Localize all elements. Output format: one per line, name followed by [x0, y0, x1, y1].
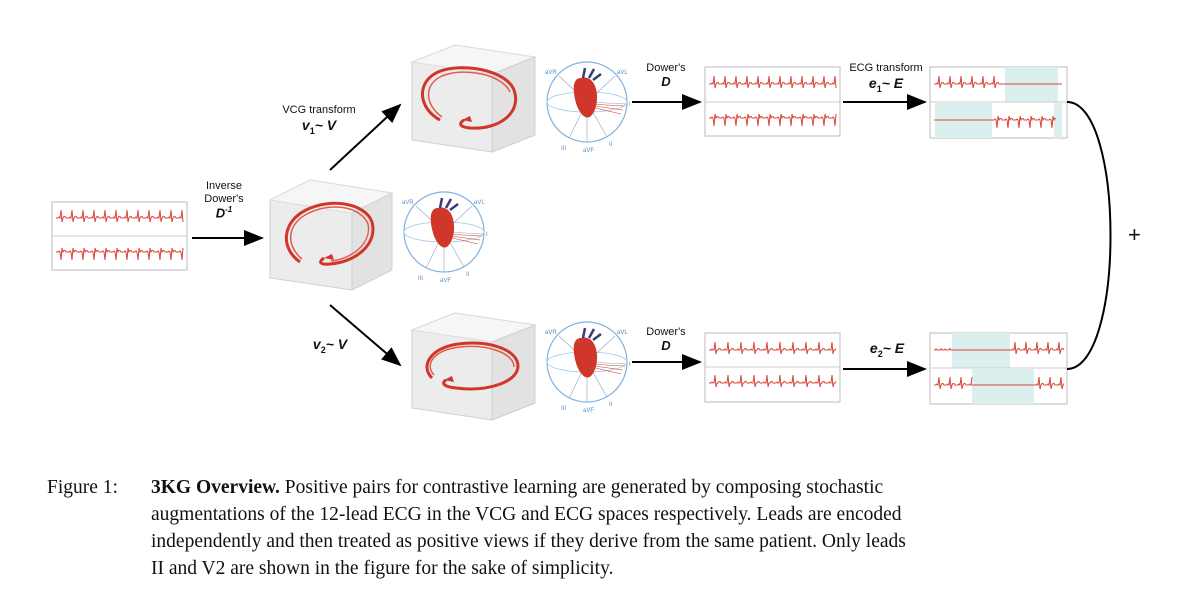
inverse-dower-sup: -1 — [225, 205, 233, 215]
vcg-transform-text: VCG transform — [282, 104, 356, 116]
vcg-loop — [425, 341, 520, 391]
dower-top-label: Dower's D — [636, 62, 696, 90]
v1-symbol: v — [301, 116, 310, 133]
dower-bottom-symbol: D — [661, 337, 671, 353]
v2-symbol: v — [312, 336, 321, 352]
caption-title: 3KG Overview. — [151, 477, 280, 498]
svg-text:aVR: aVR — [545, 70, 557, 76]
ecg-transform-text: ECG transform — [849, 62, 923, 74]
mask-region — [1054, 103, 1062, 138]
dower-top-symbol: D — [661, 73, 671, 89]
heart-icon — [573, 337, 598, 378]
ecg-trace-lead-ii — [709, 341, 837, 355]
ecg-trace-lead-ii — [1010, 341, 1065, 355]
svg-text:I: I — [629, 362, 631, 368]
svg-text:II: II — [466, 272, 470, 278]
svg-text:aVF: aVF — [583, 148, 594, 154]
top-masked-ecg-panel — [929, 66, 1068, 139]
v2-tail: ~ V — [325, 336, 348, 352]
bottom-ecg-panel — [704, 332, 841, 403]
inverse-dower-symbol: D — [215, 205, 226, 221]
ecg-trace-lead-v2 — [709, 374, 837, 388]
figure-caption: Figure 1: 3KG Overview. Positive pairs fo… — [47, 474, 1167, 582]
bottom-masked-ecg-panel — [929, 332, 1068, 405]
combine-bracket — [1066, 101, 1112, 370]
vcg-transform-label: VCG transform v1~ V — [274, 104, 364, 136]
dower-top-text: Dower's — [646, 62, 686, 74]
inverse-dower-line2: Dower's — [204, 192, 244, 205]
heart-icon — [573, 77, 598, 118]
v1-subscript: 1 — [309, 125, 315, 136]
ecg-trace-lead-v2 — [1034, 376, 1065, 390]
svg-text:III: III — [561, 146, 566, 152]
svg-text:II: II — [609, 142, 613, 148]
svg-text:aVL: aVL — [617, 330, 628, 336]
ecg-trace-lead-ii — [934, 347, 952, 351]
svg-text:aVF: aVF — [583, 408, 594, 414]
e2-tail: ~ E — [882, 340, 905, 356]
v2-label: v2~ V — [300, 336, 360, 355]
e2-symbol: e — [869, 340, 878, 356]
svg-text:I: I — [486, 232, 488, 238]
v2-subscript: 2 — [320, 344, 326, 355]
svg-text:I: I — [629, 102, 631, 108]
svg-text:aVL: aVL — [617, 70, 628, 76]
svg-text:III: III — [561, 406, 566, 412]
ecg-trace-lead-ii — [56, 209, 184, 223]
top-ecg-panel — [704, 66, 841, 137]
e2-subscript: 2 — [877, 348, 883, 359]
v1-tail: ~ V — [314, 116, 337, 133]
arrow-vcg-transform-2 — [329, 304, 402, 367]
svg-text:aVF: aVF — [440, 278, 451, 284]
ecg-trace-lead-ii — [934, 75, 1000, 89]
svg-text:aVR: aVR — [545, 330, 557, 336]
inverse-dower-label: Inverse Dower's D-1 — [198, 180, 250, 222]
caption-line1: Positive pairs for contrastive learning … — [284, 477, 884, 498]
heart-icon — [430, 207, 455, 248]
ecg-trace-lead-v2 — [992, 115, 1056, 129]
top-vcg-cube — [410, 44, 537, 153]
input-ecg-panel — [51, 201, 188, 271]
caption-line2: augmentations of the 12-lead ECG in the … — [151, 504, 902, 525]
arrow-vcg-transform-1 — [329, 103, 402, 171]
e2-label: e2~ E — [852, 340, 922, 359]
dower-bottom-text: Dower's — [646, 326, 686, 338]
svg-text:III: III — [418, 276, 423, 282]
caption-line4: II and V2 are shown in the figure for th… — [151, 558, 614, 579]
ecg-transform-label: ECG transform e1~ E — [840, 62, 932, 94]
plus-sign: + — [1128, 222, 1141, 247]
dower-bottom-label: Dower's D — [636, 326, 696, 354]
e1-symbol: e — [868, 74, 877, 91]
svg-text:aVR: aVR — [402, 200, 414, 206]
vcg-loop — [284, 201, 375, 266]
ecg-trace-lead-ii — [709, 75, 837, 89]
e1-subscript: 1 — [876, 83, 882, 94]
ecg-trace-lead-v2 — [56, 247, 184, 261]
bottom-vcg-cube — [410, 312, 537, 421]
svg-text:II: II — [609, 402, 613, 408]
vcg-loop — [421, 66, 518, 130]
center-vcg-cube — [268, 179, 394, 291]
caption-line3: independently and then treated as positi… — [151, 531, 906, 552]
inverse-dower-line1: Inverse — [205, 180, 243, 192]
e1-tail: ~ E — [881, 74, 904, 91]
svg-text:aVL: aVL — [474, 200, 485, 206]
mask-region — [972, 369, 1034, 404]
ecg-trace-lead-v2 — [709, 113, 837, 127]
ecg-trace-lead-v2 — [934, 376, 973, 390]
caption-number: Figure 1: — [47, 477, 118, 498]
